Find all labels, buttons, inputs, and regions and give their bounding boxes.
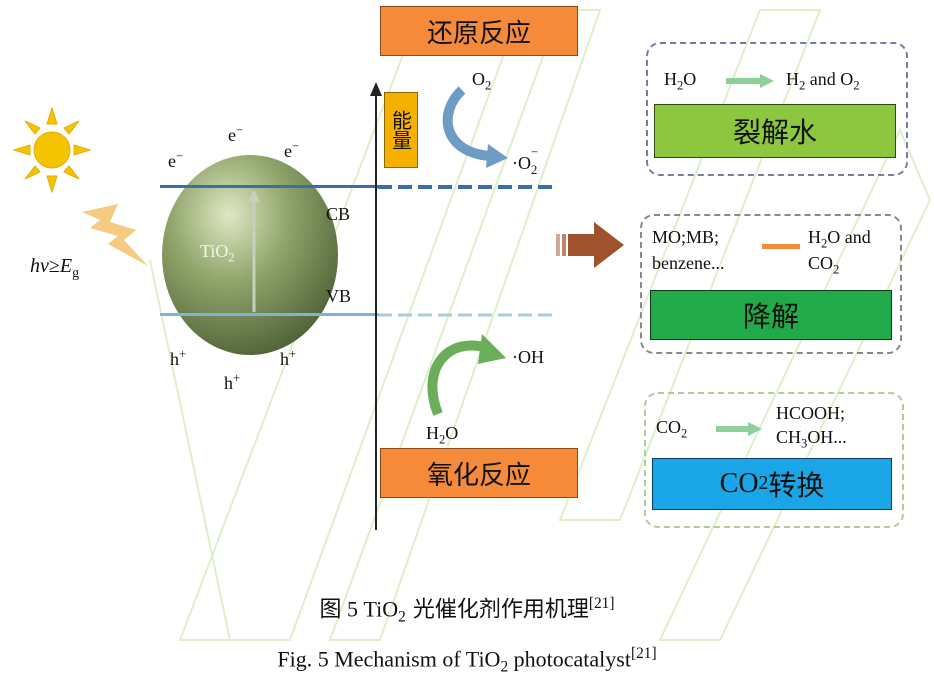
vb-label: VB bbox=[326, 287, 351, 305]
oxidation-curved-arrow bbox=[418, 318, 518, 418]
cb-label: CB bbox=[326, 205, 350, 223]
degradation-title: 降解 bbox=[650, 290, 892, 340]
hole-label: h+ bbox=[170, 348, 186, 368]
electron-label: e− bbox=[228, 124, 243, 144]
degradation-products-line1: H2O and bbox=[808, 228, 871, 250]
degradation-arrow bbox=[762, 244, 800, 249]
caption-chinese: 图 5 TiO2 光催化剂作用机理[21] bbox=[0, 596, 934, 625]
sun-icon bbox=[12, 104, 92, 196]
water-products: H2 and O2 bbox=[786, 70, 860, 92]
vb-line bbox=[160, 313, 378, 316]
reduction-curved-arrow bbox=[428, 82, 518, 172]
cb-dashed-line bbox=[378, 184, 558, 190]
arrow-right-icon bbox=[726, 74, 776, 88]
lightning-icon bbox=[78, 200, 158, 272]
pollutants-line2: benzene... bbox=[652, 254, 724, 272]
electron-label: e− bbox=[284, 140, 299, 160]
energy-label: 能量 bbox=[384, 92, 418, 168]
pollutants-line1: MO;MB; bbox=[652, 228, 719, 246]
water-splitting-title: 裂解水 bbox=[654, 104, 896, 158]
application-arrow bbox=[556, 222, 626, 270]
photon-energy-label: hv≥Eg bbox=[30, 256, 79, 281]
hole-label: h+ bbox=[224, 372, 240, 392]
co2-products-line1: HCOOH; bbox=[776, 404, 845, 422]
reduction-reaction-box: 还原反应 bbox=[380, 6, 578, 56]
h2o-label: H2O bbox=[426, 424, 458, 446]
water-reactant: H2O bbox=[664, 70, 696, 92]
co2-products-line2: CH3OH... bbox=[776, 428, 847, 450]
o2-label: O2 bbox=[472, 70, 491, 92]
co2-reactant: CO2 bbox=[656, 418, 687, 440]
electron-label: e− bbox=[168, 150, 183, 170]
oxidation-reaction-box: 氧化反应 bbox=[380, 448, 578, 498]
excitation-arrow bbox=[246, 188, 262, 314]
cb-line bbox=[160, 185, 378, 188]
hydroxyl-label: ·OH bbox=[512, 348, 544, 366]
degradation-products-line2: CO2 bbox=[808, 254, 839, 276]
caption-english: Fig. 5 Mechanism of TiO2 photocatalyst[2… bbox=[0, 646, 934, 675]
hole-label: h+ bbox=[280, 348, 296, 368]
arrow-right-icon bbox=[716, 422, 764, 436]
superoxide-label: ·O−2 bbox=[512, 154, 541, 172]
tio2-label: TiO2 bbox=[200, 242, 235, 264]
